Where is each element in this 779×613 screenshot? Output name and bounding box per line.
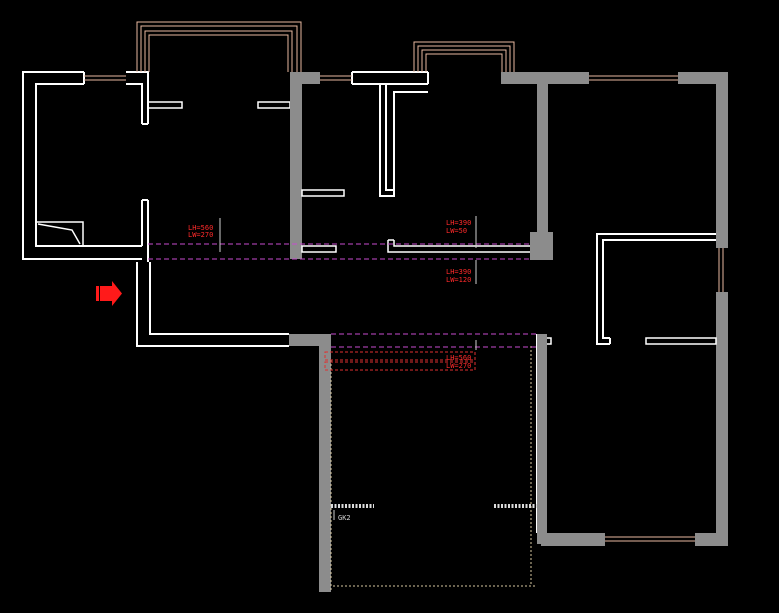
right-room-walls bbox=[501, 72, 728, 546]
dimension-label-2: LW=50 bbox=[446, 227, 467, 235]
dashed-guides bbox=[148, 243, 537, 371]
dimension-leaders bbox=[219, 216, 477, 350]
room-tag: GK2 bbox=[338, 514, 351, 522]
corridor-pillar bbox=[289, 334, 331, 346]
left-room-walls bbox=[22, 71, 291, 262]
dimension-label-2: LH=390 bbox=[446, 219, 471, 227]
dimension-label-1: LH=560 bbox=[188, 224, 213, 232]
dimension-label-3: LH=390 bbox=[446, 268, 471, 276]
bottom-room-walls bbox=[319, 334, 547, 592]
dimension-label-3: LW=120 bbox=[446, 276, 471, 284]
corridor-walls bbox=[136, 262, 289, 347]
entrance-arrow-icon bbox=[96, 281, 122, 306]
bottom-room-doors bbox=[331, 504, 537, 520]
dimension-label-1: LW=270 bbox=[188, 231, 213, 239]
right-room-windows bbox=[589, 75, 724, 542]
dimension-label-4: LW=270 bbox=[446, 362, 471, 370]
dimension-label-4: LH=560 bbox=[446, 354, 471, 362]
middle-room-walls bbox=[290, 71, 530, 259]
bay-window-top-middle bbox=[413, 41, 515, 72]
bay-window-top-left bbox=[136, 21, 302, 72]
middle-room-window bbox=[320, 75, 352, 81]
fixture-sink bbox=[35, 221, 84, 247]
left-room-window bbox=[84, 75, 126, 81]
